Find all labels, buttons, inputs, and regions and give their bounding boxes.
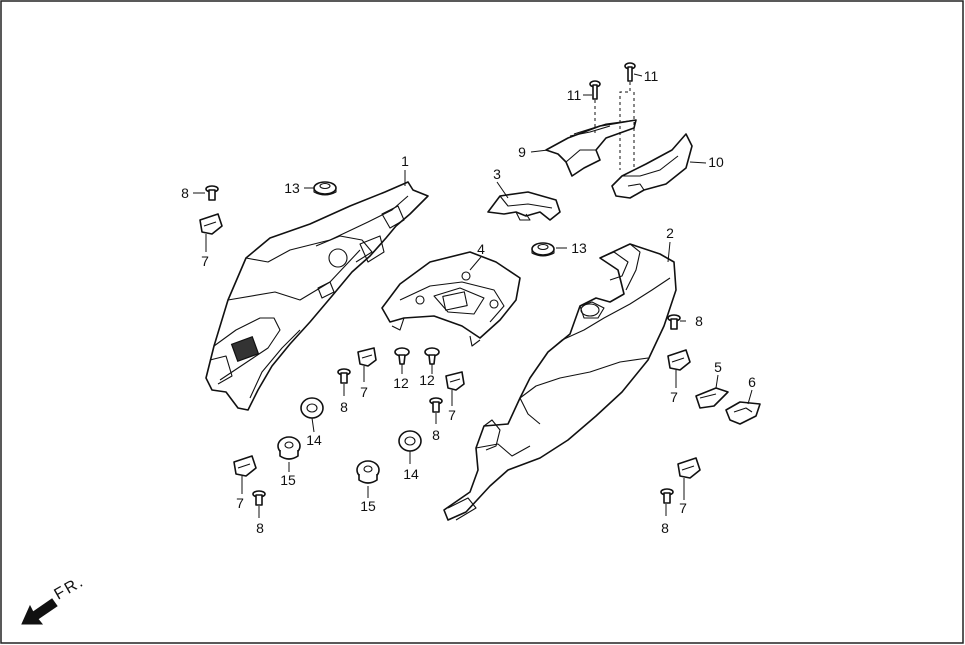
callout-7-f: 7 [679,500,687,516]
nut-13-a [313,181,337,196]
callout-7-b: 7 [360,384,368,400]
callout-14-a: 14 [306,432,322,448]
callout-14-b: 14 [403,466,419,482]
rivet-12-a [394,347,410,365]
callout-5: 5 [714,359,722,375]
callout-4: 4 [477,241,485,257]
front-label: FR. [52,573,88,604]
clip-7-f [677,457,701,479]
part-5-clip [695,387,729,409]
part-9-grab-rail [545,119,637,177]
clip-7-b [357,347,377,367]
clip-7-c [445,371,465,391]
rivet-12-b [424,347,440,365]
part-3-bracket [487,191,561,221]
callout-11-a: 11 [567,87,582,103]
callout-7-a: 7 [201,253,209,269]
bolt-8-d [252,490,266,506]
part-10-grab-rail [611,133,693,199]
callout-12-a: 12 [393,375,409,391]
callout-6: 6 [748,374,756,390]
part-4-center-plate [381,251,521,347]
callout-8-c: 8 [432,427,440,443]
bolt-8-c [429,397,443,413]
clip-7-e [667,349,691,371]
bolt-8-f [660,488,674,504]
clip-7-a [199,213,223,235]
callout-11-b: 11 [644,68,659,84]
callout-7-e: 7 [670,389,678,405]
leader-lines [193,73,753,518]
grommet-14-a [300,397,324,419]
callout-15-b: 15 [360,498,376,514]
callout-13-b: 13 [571,240,587,256]
callout-15-a: 15 [280,472,296,488]
part-2-right-side-cover [443,243,677,521]
callout-7-c: 7 [448,407,456,423]
callout-8-f: 8 [661,520,669,536]
bolt-8-e [667,314,681,330]
damper-15-b [356,460,380,484]
screw-11-a [589,80,601,100]
callout-8-b: 8 [340,399,348,415]
callout-8-d: 8 [256,520,264,536]
callout-2: 2 [666,225,674,241]
callout-1: 1 [401,153,409,169]
clip-7-d [233,455,257,477]
front-arrow-icon [21,598,58,625]
part-1-left-side-cover [205,181,429,411]
callout-12-b: 12 [419,372,435,388]
bolt-8-b [337,368,351,384]
callout-9: 9 [518,144,526,160]
callout-10: 10 [708,154,724,170]
grommet-14-b [398,430,422,452]
callout-3: 3 [493,166,501,182]
part-6-small-cover [725,401,761,425]
front-direction-indicator: FR. [21,573,88,625]
screw-11-b [624,62,636,82]
callout-8-e: 8 [695,313,703,329]
damper-15-a [277,436,301,460]
nut-13-b [531,242,555,257]
callout-13-a: 13 [284,180,300,196]
bolt-8-a [205,185,219,201]
callout-7-d: 7 [236,495,244,511]
callout-8-a: 8 [181,185,189,201]
callout-labels: 1 2 3 4 5 6 7 7 7 7 7 7 8 8 8 8 8 8 9 10… [181,68,756,536]
